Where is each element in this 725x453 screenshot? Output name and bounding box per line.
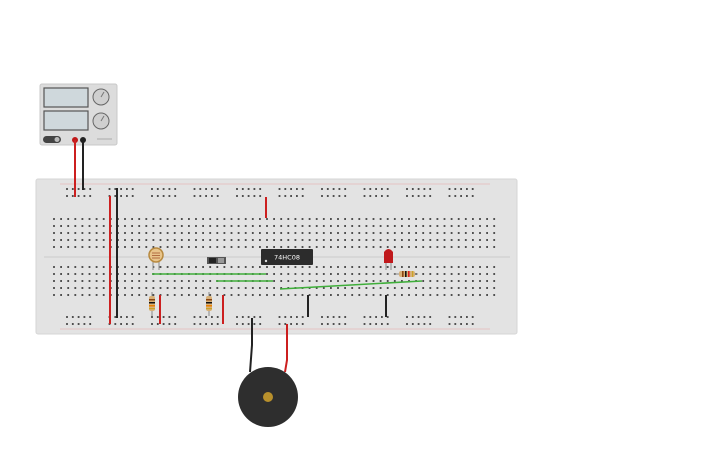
voltage-display (43, 87, 89, 108)
pull-down-resistor-1[interactable] (149, 292, 155, 316)
breadboard-holes[interactable] (53, 188, 496, 325)
power-supply[interactable] (39, 83, 118, 146)
buzzer-black-lead[interactable] (249, 318, 253, 373)
output-signal-wire[interactable] (279, 280, 423, 290)
current-display (43, 110, 89, 131)
ic-chip-icon (261, 249, 313, 265)
ldr-icon (148, 247, 164, 263)
buzzer-red-lead[interactable] (284, 324, 288, 373)
ic-label: 74HC08 (274, 254, 300, 262)
red-led[interactable] (384, 249, 393, 270)
pull-down-resistor-2[interactable] (206, 292, 212, 316)
resistor[interactable] (394, 271, 418, 277)
switch-icon (207, 257, 226, 264)
photoresistor[interactable] (148, 247, 164, 270)
and-gate-ic[interactable]: 74HC08 (261, 249, 313, 265)
slide-switch[interactable] (207, 257, 226, 264)
led-icon (384, 249, 393, 263)
piezo-buzzer[interactable] (238, 367, 298, 427)
